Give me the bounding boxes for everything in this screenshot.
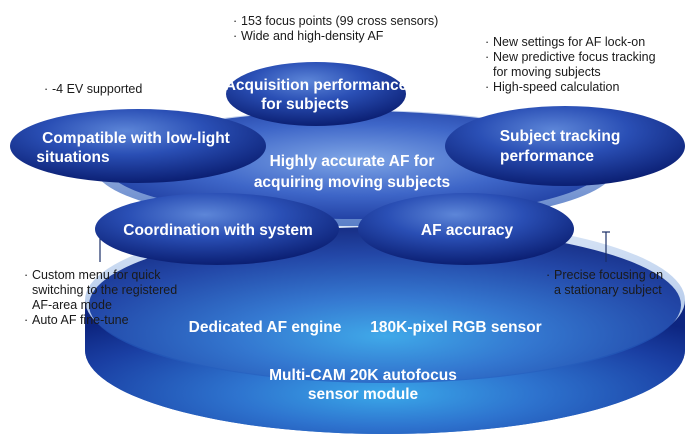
annotation-coordination: ·Custom menu for quick switching to the …: [24, 268, 177, 328]
module-label-1: Multi-CAM 20K autofocus: [269, 367, 457, 384]
rgb-sensor-label: 180K-pixel RGB sensor: [370, 319, 541, 336]
annotation-item: switching to the registered: [32, 283, 178, 297]
ellipse-coordination: [95, 193, 339, 265]
ellipse-tracking: [445, 106, 685, 186]
annotation-item: ·Custom menu for quick: [24, 268, 161, 282]
center-label-2: acquiring moving subjects: [254, 174, 450, 191]
annotation-item: ·Precise focusing on: [546, 268, 664, 282]
accuracy-label: AF accuracy: [421, 222, 514, 239]
low-light-label-2: situations: [36, 149, 109, 166]
ellipse-acquisition: [226, 62, 406, 126]
annotation-item: ·Auto AF fine-tune: [24, 313, 129, 327]
annotation-low-light: ·-4 EV supported: [44, 82, 142, 97]
annotation-item: AF-area mode: [32, 298, 112, 312]
annotation-accuracy: ·Precise focusing on a stationary subjec…: [546, 268, 663, 298]
acquisition-label-2: for subjects: [261, 96, 349, 113]
annotation-acquisition: ·153 focus points (99 cross sensors) ·Wi…: [233, 14, 438, 44]
center-label-1: Highly accurate AF for: [270, 153, 435, 170]
engine-label: Dedicated AF engine: [189, 319, 342, 336]
annotation-item: a stationary subject: [554, 283, 662, 297]
ellipse-accuracy: [358, 193, 574, 265]
tracking-label-1: Subject tracking: [500, 128, 621, 145]
annotation-tracking: ·New settings for AF lock-on ·New predic…: [485, 35, 656, 95]
annotation-item: ·153 focus points (99 cross sensors): [233, 14, 439, 28]
annotation-item: ·New predictive focus tracking: [485, 50, 656, 64]
annotation-item: ·Wide and high-density AF: [233, 29, 384, 43]
acquisition-label-1: Acquisition performance: [225, 77, 408, 94]
tracking-label-2: performance: [500, 148, 594, 165]
ellipse-low-light: [10, 109, 266, 183]
base-platform: [85, 218, 685, 434]
module-label-2: sensor module: [308, 386, 419, 403]
annotation-item: for moving subjects: [493, 65, 601, 79]
annotation-item: ·-4 EV supported: [44, 82, 143, 96]
annotation-item: ·High-speed calculation: [485, 80, 620, 94]
coordination-label: Coordination with system: [123, 222, 312, 239]
low-light-label-1: Compatible with low-light: [42, 130, 230, 147]
annotation-item: ·New settings for AF lock-on: [485, 35, 646, 49]
